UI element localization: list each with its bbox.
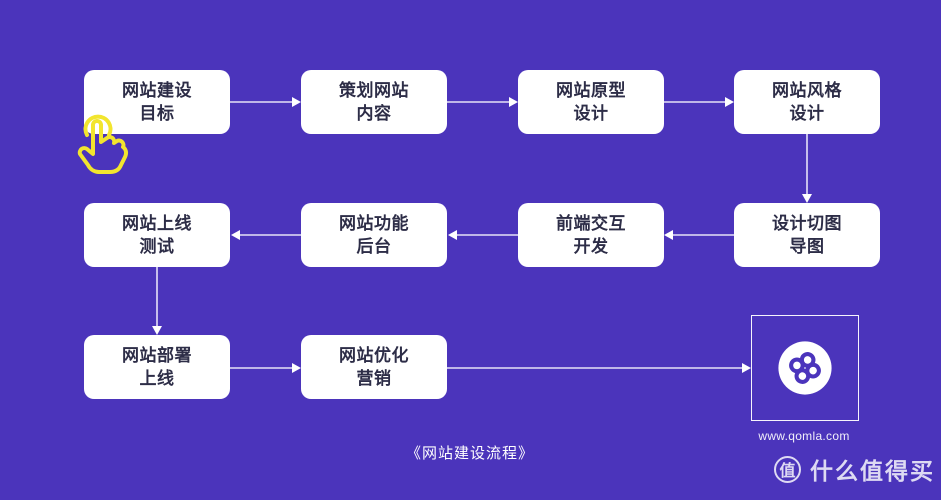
node-label: 网站上线 测试 xyxy=(122,214,192,256)
arrow-plan-to-prototype xyxy=(447,97,518,107)
node-label: 设计切图 导图 xyxy=(772,214,842,256)
arrow-slicing-to-frontend xyxy=(664,230,734,240)
tap-hand-cursor-icon xyxy=(77,114,129,174)
node-style-design: 网站风格 设计 xyxy=(734,70,880,134)
smzdm-watermark: 值 什么值得买 xyxy=(774,452,935,486)
node-prototype-design: 网站原型 设计 xyxy=(518,70,664,134)
node-plan-content: 策划网站 内容 xyxy=(301,70,447,134)
node-function-backend: 网站功能 后台 xyxy=(301,203,447,267)
arrow-optimize-to-logo xyxy=(447,363,751,373)
node-launch-testing: 网站上线 测试 xyxy=(84,203,230,267)
node-label: 网站优化 营销 xyxy=(339,346,409,388)
node-label: 前端交互 开发 xyxy=(556,214,626,256)
arrow-deploy-to-optimize xyxy=(230,363,301,373)
site-url: www.qomla.com xyxy=(758,429,850,443)
diagram-caption: 《网站建设流程》 xyxy=(405,445,534,462)
node-label: 网站风格 设计 xyxy=(772,81,842,123)
node-website-goal: 网站建设 目标 xyxy=(84,70,230,134)
node-design-slicing: 设计切图 导图 xyxy=(734,203,880,267)
arrow-backend-to-testing xyxy=(231,230,301,240)
node-frontend-dev: 前端交互 开发 xyxy=(518,203,664,267)
node-label: 策划网站 内容 xyxy=(339,81,409,123)
node-label: 网站功能 后台 xyxy=(339,214,409,256)
qomla-logo-box xyxy=(751,315,859,421)
node-label: 网站部署 上线 xyxy=(122,346,192,388)
arrow-prototype-to-style xyxy=(663,97,734,107)
arrow-testing-to-deploy xyxy=(152,267,162,335)
node-optimize-marketing: 网站优化 营销 xyxy=(301,335,447,399)
smzdm-coin-icon: 值 xyxy=(774,455,801,483)
qomla-clover-logo-icon xyxy=(778,341,832,395)
smzdm-watermark-text: 什么值得买 xyxy=(810,458,935,484)
node-label: 网站建设 目标 xyxy=(122,81,192,123)
arrow-style-to-slicing xyxy=(802,134,812,203)
arrow-goal-to-plan xyxy=(230,97,301,107)
node-deploy-launch: 网站部署 上线 xyxy=(84,335,230,399)
node-label: 网站原型 设计 xyxy=(556,81,626,123)
arrow-frontend-to-backend xyxy=(448,230,518,240)
